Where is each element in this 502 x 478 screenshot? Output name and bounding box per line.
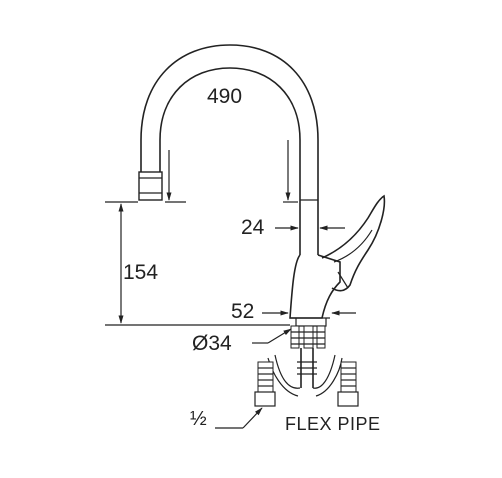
gooseneck-spout <box>140 44 319 200</box>
flex-hoses <box>267 354 343 397</box>
body-diameter-label: 52 <box>231 300 255 323</box>
height-dimension-line <box>105 201 290 326</box>
spout-height-label: 154 <box>123 261 159 284</box>
hose-fitting-left <box>254 361 276 407</box>
thread-leader <box>215 407 263 429</box>
stem-diameter-label: 24 <box>241 216 265 239</box>
spout-radius-label: 490 <box>207 85 243 108</box>
faucet-body <box>289 254 341 327</box>
spout-radius-leaders <box>165 140 298 203</box>
mounting-shank <box>290 325 326 388</box>
base-diameter-label: Ø34 <box>192 332 232 355</box>
hose-fitting-right <box>337 361 359 407</box>
lever-handle <box>321 194 386 292</box>
flex-pipe-label: FLEX PIPE <box>285 414 381 434</box>
aerator-tip <box>138 171 163 201</box>
faucet-stem <box>299 199 319 255</box>
base-diameter-leader <box>252 328 292 344</box>
thread-size-label: ½ <box>190 408 207 430</box>
